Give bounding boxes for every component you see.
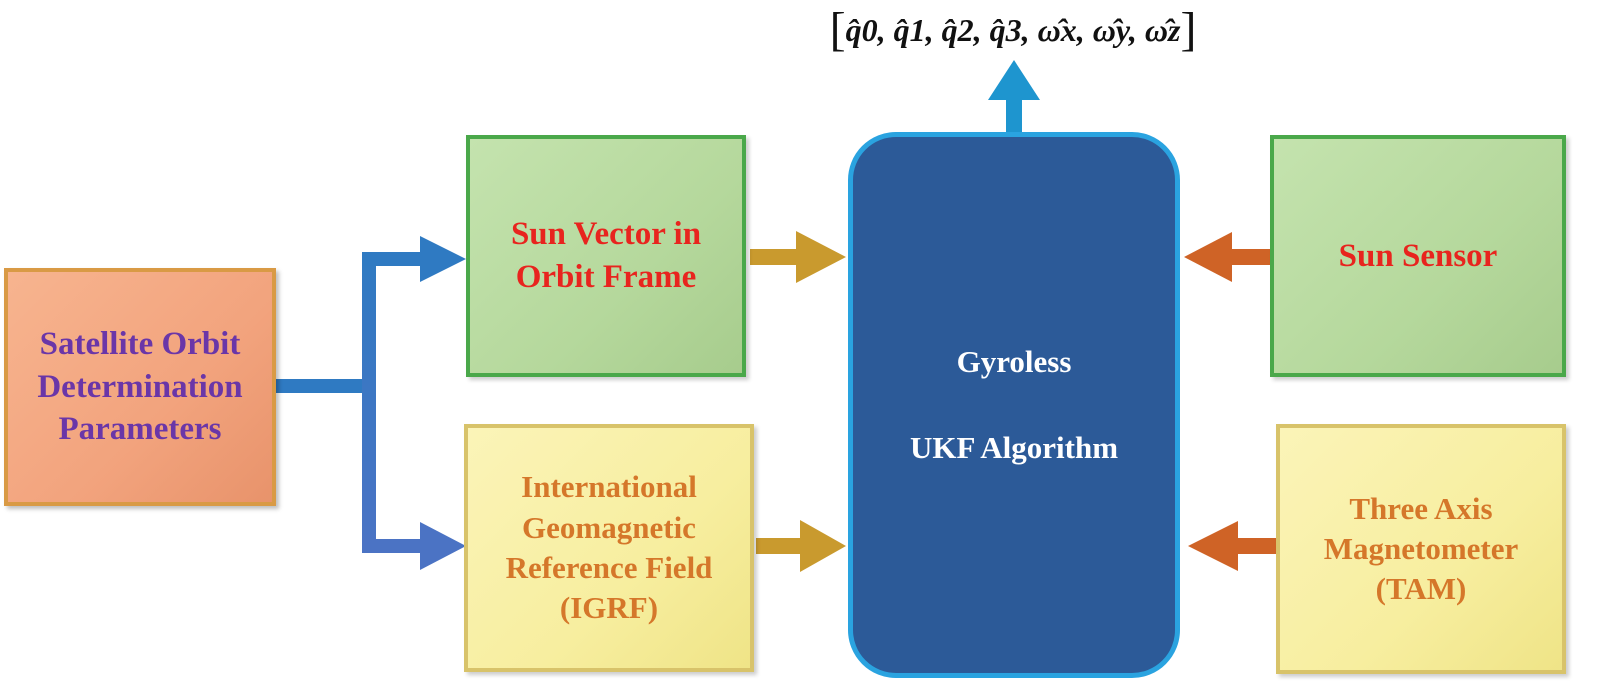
sun-vector-label: Sun Vector in Orbit Frame	[510, 216, 702, 295]
igrf-to-ukf-arrow	[756, 520, 846, 572]
ukf-output-arrow	[988, 60, 1040, 136]
orbit-parameters-block: Satellite Orbit Determination Parameters	[4, 268, 276, 506]
igrf-label: International Geomagnetic Reference Fiel…	[505, 469, 713, 626]
sun-sensor-to-ukf-arrow	[1184, 232, 1272, 282]
state-vector-output: [ q̂0, q̂1, q̂2, q̂3, ω̂x, ω̂y, ω̂z ]	[830, 2, 1197, 58]
tam-to-ukf-arrow	[1188, 521, 1278, 571]
sun-vector-orbit-frame-block: Sun Vector in Orbit Frame	[466, 135, 746, 377]
ukf-algorithm-block: Gyroless UKF Algorithm	[848, 132, 1180, 678]
orbit-parameters-label: Satellite Orbit Determination Parameters	[37, 325, 243, 448]
tam-label: Three Axis Magnetometer (TAM)	[1323, 490, 1519, 607]
tam-block: Three Axis Magnetometer (TAM)	[1276, 424, 1566, 674]
igrf-block: International Geomagnetic Reference Fiel…	[464, 424, 754, 672]
state-vector-text: q̂0, q̂1, q̂2, q̂3, ω̂x, ω̂y, ω̂z	[845, 11, 1181, 48]
ukf-line2: UKF Algorithm	[909, 430, 1119, 465]
sun-vector-to-ukf-arrow	[750, 231, 846, 283]
left-bracket: [	[829, 3, 846, 56]
split-connector	[276, 236, 466, 570]
right-bracket: ]	[1180, 3, 1197, 56]
sun-sensor-block: Sun Sensor	[1270, 135, 1566, 377]
ukf-line1: Gyroless	[956, 343, 1072, 379]
sun-sensor-label: Sun Sensor	[1338, 237, 1498, 274]
